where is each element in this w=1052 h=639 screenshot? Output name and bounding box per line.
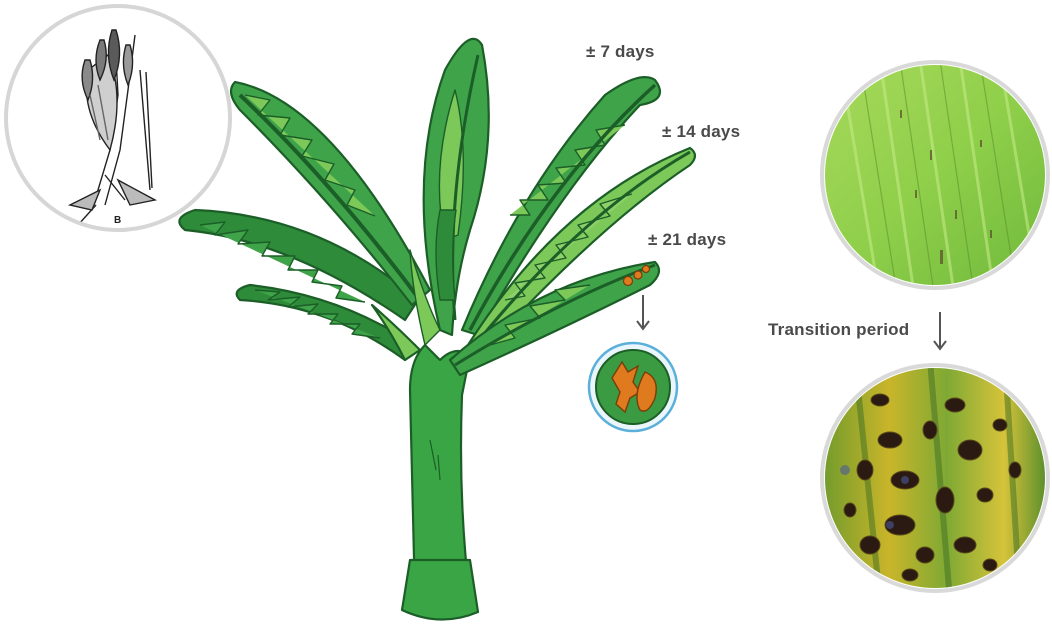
diseased-leaf-photo [820,360,1050,600]
down-arrow-icon [637,295,649,329]
label-14-days: ± 14 days [662,122,740,142]
label-transition-period: Transition period [768,320,909,340]
petri-dish-icon [589,343,677,431]
label-7-days: ± 7 days [586,42,655,62]
healthy-leaf-photo [820,60,1050,300]
flower-sketch-inset [6,6,230,230]
transition-arrow-icon [934,312,946,349]
label-21-days: ± 21 days [648,230,726,250]
inset-letter-b: B [114,215,121,226]
banana-plant [179,39,695,620]
